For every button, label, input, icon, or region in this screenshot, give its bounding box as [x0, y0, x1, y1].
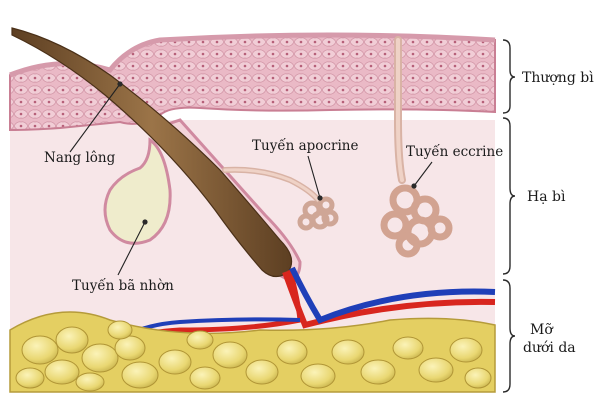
bracket-dermis — [502, 117, 516, 275]
leader-hair-follicle — [69, 83, 121, 153]
sebaceous-gland — [103, 137, 172, 245]
eccrine-gland — [380, 36, 453, 258]
dot-apocrine — [317, 195, 323, 201]
label-eccrine-gland: Tuyến eccrine — [406, 144, 503, 160]
label-hypodermis-line1: Mỡ — [530, 322, 554, 338]
label-hypodermis-line2: dưới da — [523, 340, 576, 356]
leader-lines — [69, 81, 433, 276]
leader-eccrine — [413, 161, 433, 187]
dot-sebaceous — [142, 219, 148, 225]
layer-brackets — [502, 39, 516, 393]
apocrine-gland — [222, 166, 339, 231]
leader-apocrine — [307, 155, 321, 199]
label-sebaceous-gland: Tuyến bã nhờn — [72, 278, 174, 294]
dot-hair-follicle — [117, 81, 123, 87]
label-apocrine-gland: Tuyến apocrine — [252, 138, 358, 154]
label-dermis: Hạ bì — [527, 189, 566, 205]
label-hair-follicle: Nang lông — [44, 150, 116, 166]
leader-sebaceous — [117, 221, 146, 276]
label-epidermis: Thượng bì — [522, 70, 594, 86]
epidermis-layer — [9, 34, 496, 132]
fat-layer — [9, 311, 496, 393]
dot-eccrine — [411, 183, 417, 189]
blood-vessels — [109, 266, 496, 348]
bracket-epidermis — [502, 39, 516, 114]
bracket-hypodermis — [502, 279, 516, 393]
